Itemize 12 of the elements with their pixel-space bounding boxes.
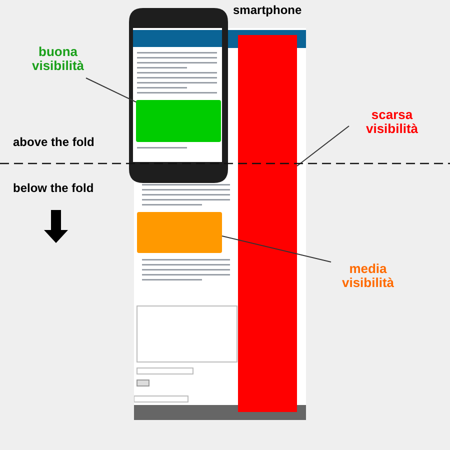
highlight-box bbox=[137, 212, 222, 253]
device-label: smartphone bbox=[233, 3, 302, 17]
callout-text: scarsa visibilità bbox=[350, 108, 434, 136]
callout-text: media visibilità bbox=[326, 262, 410, 290]
fold-label: above the fold bbox=[13, 135, 94, 149]
callout-text: buona visibilità bbox=[18, 45, 98, 73]
fold-label: below the fold bbox=[13, 181, 94, 195]
leader-line bbox=[222, 236, 332, 262]
leader-line bbox=[296, 126, 350, 166]
highlight-box bbox=[136, 100, 221, 142]
highlight-bar bbox=[238, 35, 297, 412]
leader-line bbox=[86, 78, 136, 102]
